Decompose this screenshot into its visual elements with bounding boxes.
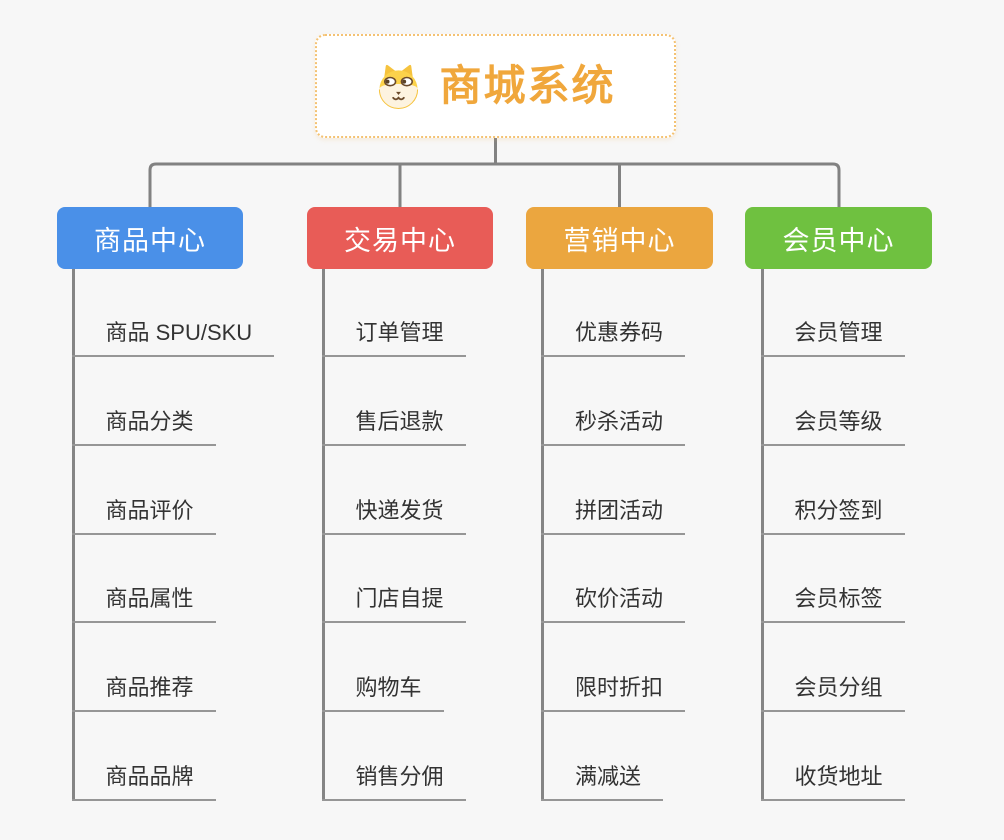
leaf-node[interactable]: 限时折扣 xyxy=(541,674,686,712)
leaf-node[interactable]: 销售分佣 xyxy=(321,763,466,801)
branch-descender-line xyxy=(71,269,75,801)
branch-label: 会员中心 xyxy=(782,225,895,256)
leaf-node[interactable]: 商品评价 xyxy=(71,497,216,535)
leaf-node[interactable]: 积分签到 xyxy=(760,497,905,535)
leaf-node[interactable]: 商品品牌 xyxy=(71,763,216,801)
leaf-node[interactable]: 会员分组 xyxy=(760,674,905,712)
leaf-node[interactable]: 砍价活动 xyxy=(541,585,686,623)
leaf-node[interactable]: 购物车 xyxy=(321,674,444,712)
leaf-node[interactable]: 收货地址 xyxy=(760,763,905,801)
leaf-node[interactable]: 快递发货 xyxy=(321,497,466,535)
branch-node-product-center[interactable]: 商品中心 xyxy=(57,207,243,269)
leaf-node[interactable]: 秒杀活动 xyxy=(541,408,686,446)
leaf-node[interactable]: 商品推荐 xyxy=(71,674,216,712)
leaf-node[interactable]: 拼团活动 xyxy=(541,497,686,535)
leaf-node[interactable]: 会员管理 xyxy=(760,319,905,357)
leaf-node[interactable]: 优惠券码 xyxy=(541,319,686,357)
leaf-node[interactable]: 商品分类 xyxy=(71,408,216,446)
branch-descender-line xyxy=(321,269,325,801)
branch-node-marketing-center[interactable]: 营销中心 xyxy=(526,207,713,269)
branch-descender-line xyxy=(541,269,544,801)
root-title: 商城系统 xyxy=(439,62,616,109)
leaf-node[interactable]: 门店自提 xyxy=(321,585,466,623)
leaf-node[interactable]: 售后退款 xyxy=(321,408,466,446)
leaf-node[interactable]: 商品 SPU/SKU xyxy=(71,319,275,357)
branch-label: 商品中心 xyxy=(94,225,206,256)
leaf-node[interactable]: 订单管理 xyxy=(321,319,466,357)
dog-face-icon xyxy=(379,64,419,109)
leaf-node[interactable]: 会员等级 xyxy=(760,408,905,446)
branch-label: 交易中心 xyxy=(344,225,456,256)
branch-descender-line xyxy=(760,269,764,801)
branch-node-member-center[interactable]: 会员中心 xyxy=(745,207,932,269)
leaf-node[interactable]: 会员标签 xyxy=(760,585,905,623)
branch-node-trade-center[interactable]: 交易中心 xyxy=(307,207,493,269)
root-node-mall-system[interactable]: 商城系统 xyxy=(315,34,676,138)
leaf-node[interactable]: 满减送 xyxy=(541,763,664,801)
branch-label: 营销中心 xyxy=(563,225,676,256)
leaf-node[interactable]: 商品属性 xyxy=(71,585,216,623)
